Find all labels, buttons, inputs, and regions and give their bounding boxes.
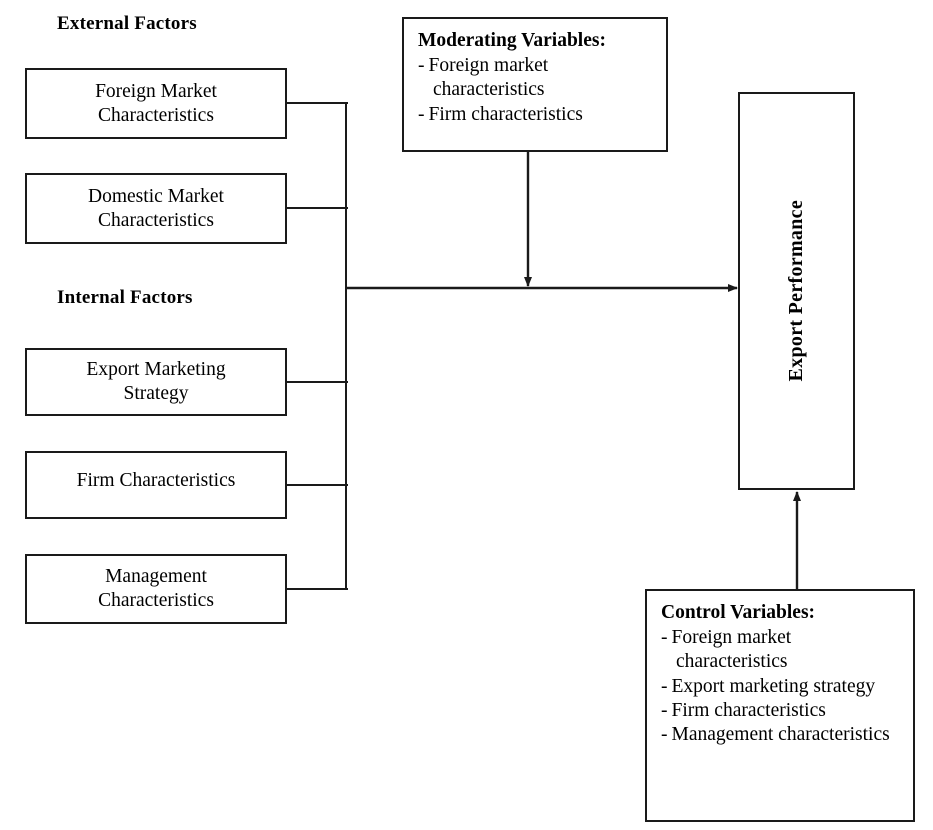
external-factors-heading: External Factors	[57, 13, 197, 34]
list-item: -Foreign market characteristics	[418, 54, 654, 102]
factor-box-line2: Characteristics	[98, 209, 214, 231]
moderating-variables-title: Moderating Variables:	[418, 30, 606, 51]
factor-box-text: Domestic Market Characteristics	[88, 185, 224, 233]
control-variables-box: Control Variables: -Foreign market chara…	[645, 589, 915, 822]
factor-box-domestic-market-characteristics: Domestic Market Characteristics	[25, 173, 287, 244]
list-item-label: Management characteristics	[671, 723, 890, 745]
list-item-label: Firm characteristics	[428, 103, 583, 125]
bracket-stub-5	[287, 588, 348, 590]
factor-box-export-marketing-strategy: Export Marketing Strategy	[25, 348, 287, 416]
bracket-spine	[345, 102, 347, 590]
moderating-variables-box: Moderating Variables: -Foreign market ch…	[402, 17, 668, 152]
list-item: -Firm characteristics	[418, 103, 654, 127]
bullet-dash: -	[418, 103, 425, 125]
factor-box-line1: Export Marketing	[86, 359, 226, 381]
factor-box-line2: Strategy	[123, 383, 189, 404]
factor-box-text: Export Marketing Strategy	[86, 358, 225, 406]
list-item: -Firm characteristics	[661, 699, 901, 723]
factor-box-firm-characteristics: Firm Characteristics	[25, 451, 287, 519]
factor-box-line1: Foreign Market	[95, 80, 217, 102]
factor-box-text: Foreign Market Characteristics	[95, 80, 217, 128]
factor-box-line1: Firm Characteristics	[76, 470, 236, 491]
bracket-stub-2	[287, 207, 348, 209]
factor-box-text: Management Characteristics	[98, 565, 214, 613]
internal-factors-heading: Internal Factors	[57, 287, 193, 308]
factor-box-line1: Domestic Market	[88, 185, 224, 207]
factor-box-line2: Characteristics	[98, 590, 214, 611]
list-item-label: Foreign market characteristics	[671, 627, 792, 673]
list-item: -Export marketing strategy	[661, 675, 901, 699]
bracket-stub-4	[287, 484, 348, 486]
factor-box-foreign-market-characteristics: Foreign Market Characteristics	[25, 68, 287, 139]
factor-box-management-characteristics: Management Characteristics	[25, 554, 287, 624]
bracket-stub-1	[287, 102, 348, 104]
factor-box-line2: Characteristics	[98, 104, 214, 126]
bracket-stub-3	[287, 381, 348, 383]
bullet-dash: -	[661, 699, 668, 721]
control-variables-list: -Foreign market characteristics -Export …	[661, 626, 901, 747]
bullet-dash: -	[418, 55, 425, 77]
list-item: -Foreign market characteristics	[661, 626, 901, 674]
bullet-dash: -	[661, 627, 668, 649]
bullet-dash: -	[661, 723, 668, 745]
moderating-variables-list: -Foreign market characteristics -Firm ch…	[418, 54, 654, 127]
factor-box-line1: Management	[105, 566, 207, 588]
export-performance-box: Export Performance	[738, 92, 855, 490]
list-item-label: Firm characteristics	[671, 699, 826, 721]
list-item: -Management characteristics	[661, 723, 901, 747]
list-item-label: Export marketing strategy	[671, 675, 876, 697]
bullet-dash: -	[661, 675, 668, 697]
export-performance-label: Export Performance	[785, 200, 807, 382]
factor-box-text: Firm Characteristics	[77, 469, 236, 493]
control-variables-title: Control Variables:	[661, 602, 816, 623]
list-item-label: Foreign market characteristics	[428, 55, 549, 101]
